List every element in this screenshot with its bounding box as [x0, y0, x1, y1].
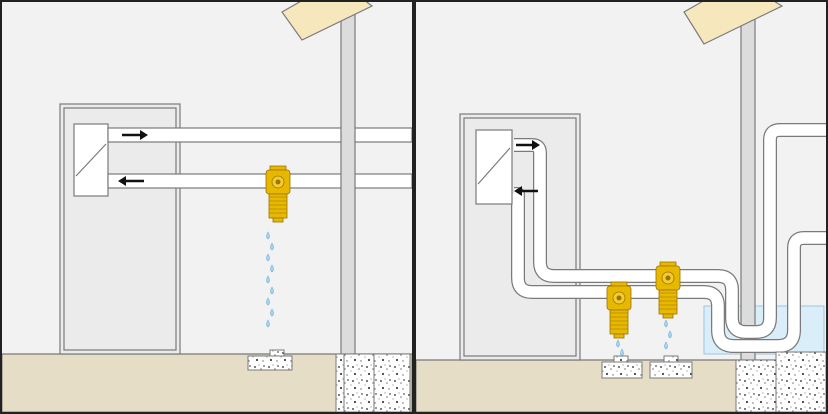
drain-valve-icon [655, 261, 681, 319]
water-drips [266, 231, 274, 328]
roof-plank [683, 0, 784, 45]
water-drop-icon [270, 308, 274, 317]
indoor-unit-slash [75, 143, 107, 177]
left-frame [0, 0, 414, 414]
footing-block [247, 349, 293, 371]
water-drop-icon [664, 341, 668, 350]
water-drop-icon [266, 297, 270, 306]
footing-block [649, 355, 693, 379]
arrow-left-icon [514, 186, 538, 196]
water-drop-icon [664, 319, 668, 328]
indoor-wall-panel-inner [463, 117, 577, 357]
right-panel [415, 0, 827, 413]
gravel-base-inner [343, 353, 375, 413]
water-drop-icon [270, 264, 274, 273]
gravel-base-right [775, 351, 827, 413]
water-drop-icon [266, 231, 270, 240]
return-pipe [107, 173, 413, 189]
arrow-right-icon [122, 130, 148, 140]
footing-block [601, 355, 643, 379]
water-drop-icon [266, 253, 270, 262]
roof-plank [281, 0, 374, 41]
indoor-unit-slash [477, 147, 511, 185]
water-drop-icon [270, 242, 274, 251]
water-drop-icon [270, 286, 274, 295]
pipe-routing [511, 123, 826, 353]
supply-pipe [107, 127, 413, 143]
left-panel [1, 0, 413, 413]
indoor-unit [475, 129, 513, 205]
water-drop-icon [266, 319, 270, 328]
arrow-left-icon [118, 176, 144, 186]
arrow-right-icon [516, 140, 540, 150]
drain-valve-icon [265, 165, 291, 223]
right-frame [414, 0, 828, 414]
drain-valve-icon [606, 281, 632, 339]
indoor-wall-panel-inner [63, 107, 177, 351]
support-pole [740, 13, 756, 361]
water-drop-icon [266, 275, 270, 284]
support-pole [340, 13, 356, 355]
water-drop-icon [616, 339, 620, 348]
water-drop-icon [668, 330, 672, 339]
